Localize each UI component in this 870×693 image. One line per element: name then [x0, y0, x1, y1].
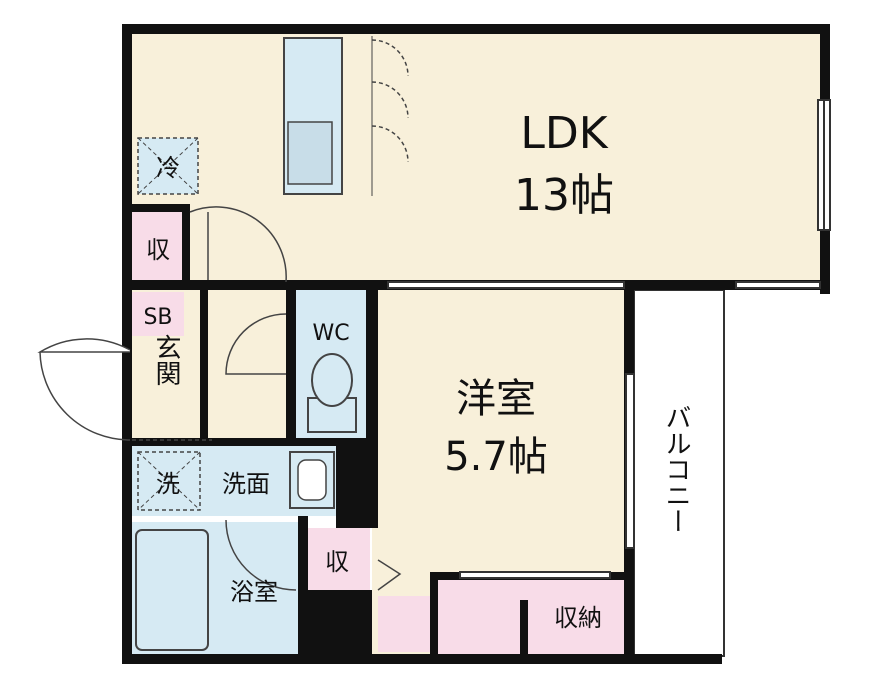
ldk-floor [130, 30, 822, 288]
washbasin-bowl [297, 459, 327, 501]
entrance-label: 玄関 [151, 334, 181, 386]
washer-label: 洗 [156, 470, 180, 498]
ldk-name: LDK [520, 108, 608, 159]
balcony-label: バルコニー [661, 404, 691, 534]
shoe-box-label: SB [143, 305, 172, 330]
closet-main [436, 578, 626, 654]
sink-icon [287, 121, 333, 185]
washer-x2 [137, 451, 201, 511]
western-room-name: 洋室 [456, 376, 536, 422]
balcony [633, 289, 725, 657]
closet-main-label: 収納 [554, 604, 602, 632]
washroom-label: 洗面 [222, 470, 270, 498]
bathroom-label: 浴室 [230, 578, 278, 606]
closet-ldk [132, 212, 184, 280]
closet-hall-label: 収 [325, 548, 349, 576]
western-room-floor [372, 288, 628, 574]
fridge-space [137, 137, 199, 195]
bathtub-icon [135, 529, 209, 651]
closet-hall [304, 528, 370, 590]
kitchen-cabinet-doors [371, 39, 409, 163]
fridge-label: 冷 [156, 154, 180, 182]
closet-hall-lower [378, 596, 430, 652]
closet-ldk-label: 収 [146, 236, 170, 264]
shoe-box [132, 292, 184, 336]
ldk-size: 13帖 [514, 170, 614, 221]
windows [387, 99, 831, 579]
toilet-icon [311, 353, 353, 407]
wc-label: WC [312, 321, 349, 346]
western-room-size: 5.7帖 [444, 434, 548, 480]
doors [37, 206, 402, 591]
